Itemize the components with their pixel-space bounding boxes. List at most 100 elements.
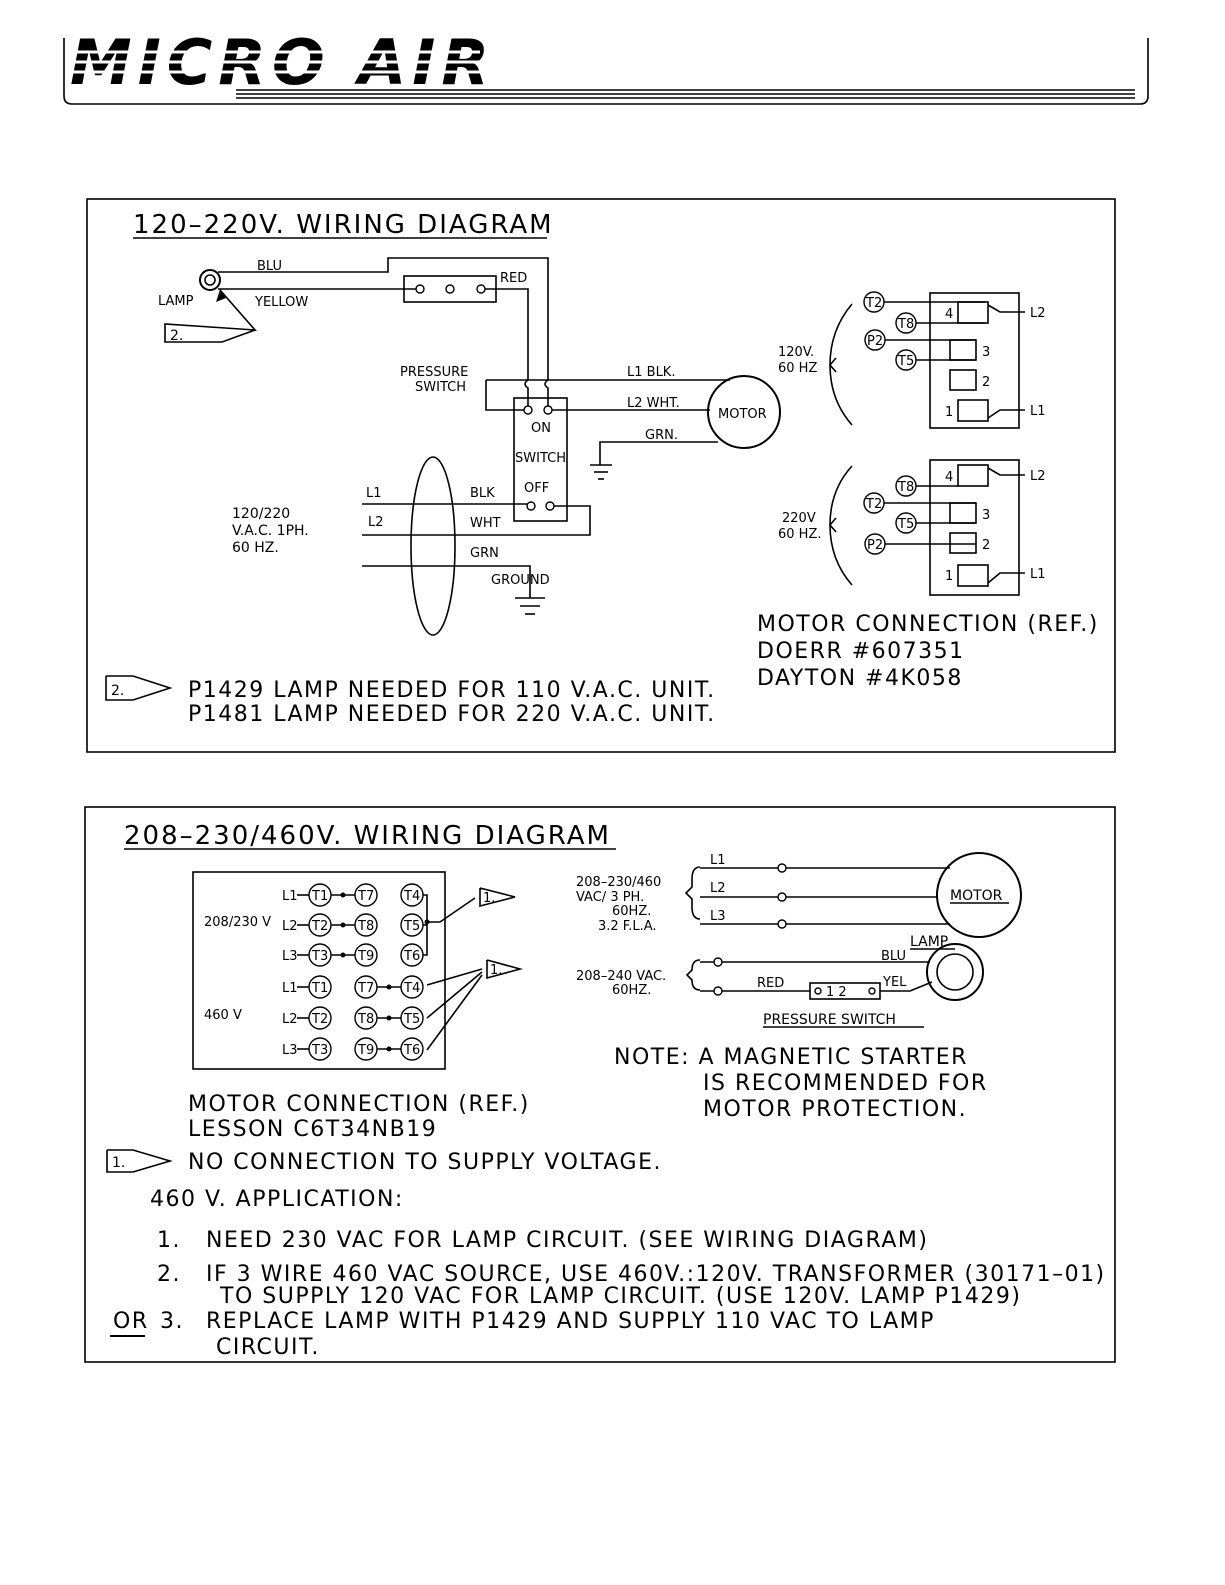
line-label: L2 (282, 919, 298, 934)
svg-text:WHT: WHT (470, 516, 501, 531)
on-off-switch (513, 397, 568, 522)
svg-text:460 V: 460 V (204, 1008, 242, 1023)
svg-text:PRESSURE: PRESSURE (400, 365, 468, 380)
terminal-label: T5 (403, 919, 420, 934)
line-label: L3 (282, 949, 298, 964)
diagram-120-220v: 120–220V. WIRING DIAGRAM BLU LAMP YELLOW… (86, 198, 1116, 753)
svg-text:MOTOR PROTECTION.: MOTOR PROTECTION. (703, 1097, 967, 1122)
svg-text:SWITCH: SWITCH (415, 380, 466, 395)
terminal-label: T1 (311, 981, 328, 996)
motor-connection-120v: 120V. 60 HZ T2 T8 P2 T5 4 3 2 1 L2 L1 (778, 291, 1046, 429)
svg-text:P2: P2 (867, 538, 883, 553)
terminal-label: T4 (403, 981, 420, 996)
svg-text:T5: T5 (897, 354, 914, 369)
line-label: L1 (282, 981, 298, 996)
svg-text:208–230/460: 208–230/460 (576, 875, 661, 890)
svg-text:L2: L2 (710, 881, 726, 896)
svg-text:4: 4 (945, 307, 953, 322)
svg-text:GROUND: GROUND (491, 573, 550, 588)
app-item-2: IF 3 WIRE 460 VAC SOURCE, USE 460V.:120V… (206, 1262, 1106, 1287)
svg-text:ON: ON (531, 421, 551, 436)
svg-text:V.A.C. 1PH.: V.A.C. 1PH. (232, 523, 309, 539)
line-label: L3 (282, 1043, 298, 1058)
svg-text:1.: 1. (112, 1155, 125, 1171)
diagram1-title: 120–220V. WIRING DIAGRAM (133, 210, 554, 240)
svg-text:BLK: BLK (470, 486, 495, 501)
app-item-2-cont: TO SUPPLY 120 VAC FOR LAMP CIRCUIT. (USE… (219, 1284, 1022, 1309)
diagram2-title: 208–230/460V. WIRING DIAGRAM (124, 821, 611, 851)
svg-text:1: 1 (945, 405, 953, 420)
svg-text:GRN.: GRN. (645, 428, 678, 443)
svg-text:L1 BLK.: L1 BLK. (627, 365, 675, 380)
svg-text:MOTOR: MOTOR (950, 888, 1003, 904)
svg-text:3.: 3. (160, 1309, 184, 1334)
motor-connection-220v: 220V 60 HZ. T8 T2 T5 P2 4 3 2 1 L2 L1 (778, 459, 1046, 596)
svg-text:L1: L1 (366, 486, 382, 501)
svg-text:L1: L1 (1030, 567, 1046, 582)
svg-text:L1: L1 (1030, 404, 1046, 419)
svg-text:RED: RED (500, 271, 527, 286)
svg-text:120V.: 120V. (778, 345, 814, 360)
svg-text:IS RECOMMENDED FOR: IS RECOMMENDED FOR (703, 1071, 988, 1096)
terminal-label: T4 (403, 889, 420, 904)
terminal-circle (308, 975, 332, 999)
terminal-label: T5 (403, 1012, 420, 1027)
terminal-label: T7 (357, 981, 374, 996)
svg-text:60HZ.: 60HZ. (612, 983, 651, 998)
svg-text:1.: 1. (483, 891, 495, 906)
svg-text:3.2 F.L.A.: 3.2 F.L.A. (598, 919, 657, 934)
svg-text:SWITCH: SWITCH (515, 451, 566, 466)
svg-text:120/220: 120/220 (232, 506, 290, 522)
jumper-dot (340, 892, 346, 898)
svg-text:208–240 VAC.: 208–240 VAC. (576, 969, 666, 984)
svg-text:3: 3 (982, 345, 990, 360)
svg-text:4: 4 (945, 470, 953, 485)
svg-text:2.: 2. (157, 1262, 181, 1287)
terminal-label: T2 (311, 1012, 328, 1027)
terminal-label: T8 (357, 1012, 374, 1027)
dayton-part: DAYTON #4K058 (757, 666, 963, 691)
svg-text:1: 1 (945, 569, 953, 584)
diagram-208-230-460v: 208–230/460V. WIRING DIAGRAM 208/230 V 4… (84, 806, 1116, 1363)
terminal-label: T1 (311, 889, 328, 904)
terminal-label: T9 (357, 949, 374, 964)
lamp-icon-3ph (926, 943, 984, 1001)
svg-text:1.: 1. (157, 1228, 181, 1253)
line-label: L1 (282, 889, 298, 904)
jumper-dot (340, 952, 346, 958)
app-item-3: REPLACE LAMP WITH P1429 AND SUPPLY 110 V… (206, 1309, 935, 1334)
svg-text:L2: L2 (1030, 306, 1046, 321)
motor-connection-ref2: MOTOR CONNECTION (REF.) (188, 1092, 530, 1117)
svg-text:BLU: BLU (881, 949, 906, 964)
svg-text:60 HZ.: 60 HZ. (778, 527, 822, 542)
svg-text:L2 WHT.: L2 WHT. (627, 396, 680, 411)
svg-text:LAMP: LAMP (158, 294, 194, 309)
terminal-label: T2 (311, 919, 328, 934)
svg-text:3: 3 (982, 508, 990, 523)
svg-text:LAMP: LAMP (910, 934, 948, 950)
terminal-label: T6 (403, 949, 420, 964)
doerr-part: DOERR #607351 (757, 639, 965, 664)
motor-connection-ref: MOTOR CONNECTION (REF.) (757, 612, 1099, 637)
svg-text:YEL: YEL (882, 975, 907, 990)
svg-text:L2: L2 (1030, 469, 1046, 484)
note-magnetic-starter: NOTE: A MAGNETIC STARTER (614, 1045, 968, 1070)
svg-text:1 2: 1 2 (826, 985, 847, 1000)
svg-text:1.: 1. (490, 963, 502, 978)
or-label: OR (113, 1309, 149, 1334)
svg-text:2.: 2. (111, 683, 124, 699)
svg-text:L2: L2 (368, 515, 384, 530)
svg-text:VAC/ 3 PH.: VAC/ 3 PH. (576, 890, 644, 905)
svg-text:60HZ.: 60HZ. (612, 904, 651, 919)
svg-text:60 HZ: 60 HZ (778, 361, 817, 376)
jumper-dot (340, 922, 346, 928)
motor-symbol (707, 375, 781, 449)
note-p1481: P1481 LAMP NEEDED FOR 220 V.A.C. UNIT. (188, 702, 716, 727)
terminal-label: T3 (311, 949, 328, 964)
svg-text:T8: T8 (897, 317, 914, 332)
jumper-dot (386, 1015, 392, 1021)
application-title: 460 V. APPLICATION: (150, 1187, 404, 1212)
terminal-circle (308, 1037, 332, 1061)
svg-text:2: 2 (982, 375, 990, 390)
